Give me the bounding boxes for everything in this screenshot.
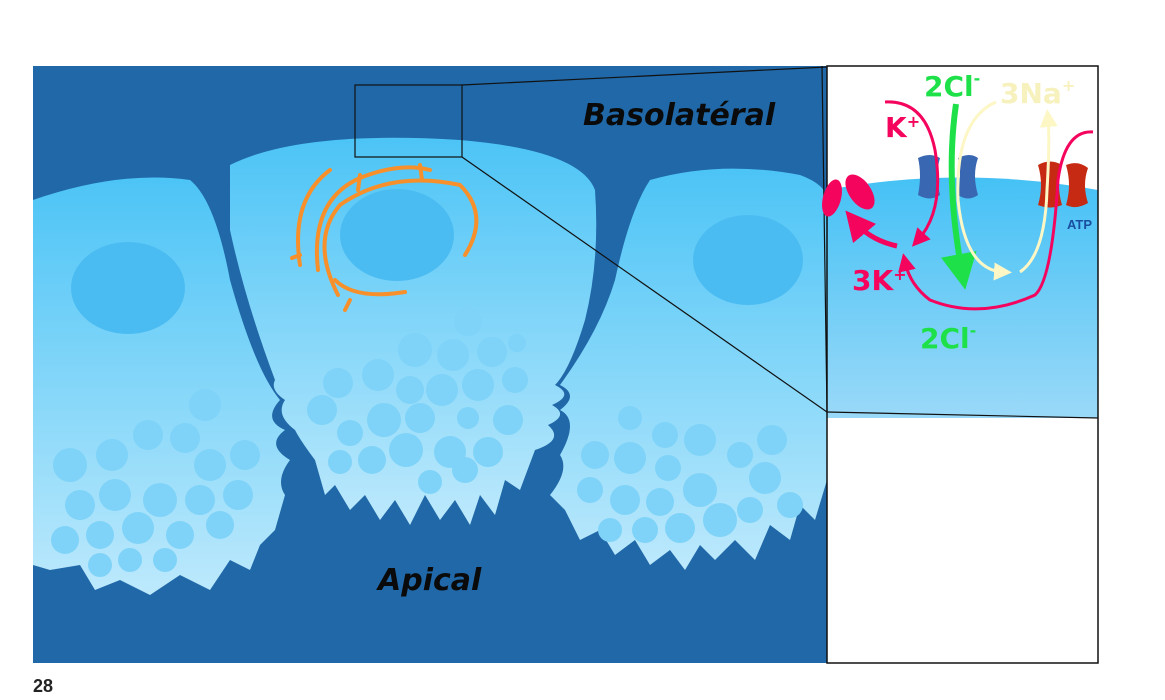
- vesicles: [51, 308, 803, 577]
- 3k-pump-arrow: [898, 130, 1094, 311]
- atp-label: ATP: [1067, 217, 1092, 232]
- potassium-label: K+: [885, 111, 920, 144]
- sodium-influx-arrow: [956, 100, 1012, 281]
- inset-panel: 2Cl- 3Na+ K+ 3K+ 2Cl- ATP: [821, 65, 1099, 664]
- page-number: 28: [33, 676, 54, 696]
- apical-label: Apical: [376, 563, 482, 598]
- basolateral-label: Basolatéral: [583, 98, 776, 133]
- chloride-top-label: 2Cl-: [924, 69, 980, 103]
- zoom-indicator: [354, 66, 828, 413]
- inset-cell: [827, 177, 1098, 418]
- potassium-channel: [822, 174, 875, 217]
- golgi-apparatus: [290, 163, 479, 312]
- sodium-efflux-arrow: [1019, 109, 1058, 274]
- nkcc-cotransporter: [918, 155, 978, 199]
- nucleus-middle: [340, 189, 454, 281]
- chloride-bottom-label: 2Cl-: [920, 321, 976, 355]
- chloride-arrow: [941, 103, 977, 290]
- 3k-label: 3K+: [852, 264, 907, 297]
- sodium-label: 3Na+: [1000, 76, 1075, 110]
- nucleus-left: [71, 242, 185, 334]
- nucleus-right: [693, 215, 803, 305]
- k-influx-arrow: [884, 100, 940, 247]
- k-efflux-arrow: [845, 210, 898, 249]
